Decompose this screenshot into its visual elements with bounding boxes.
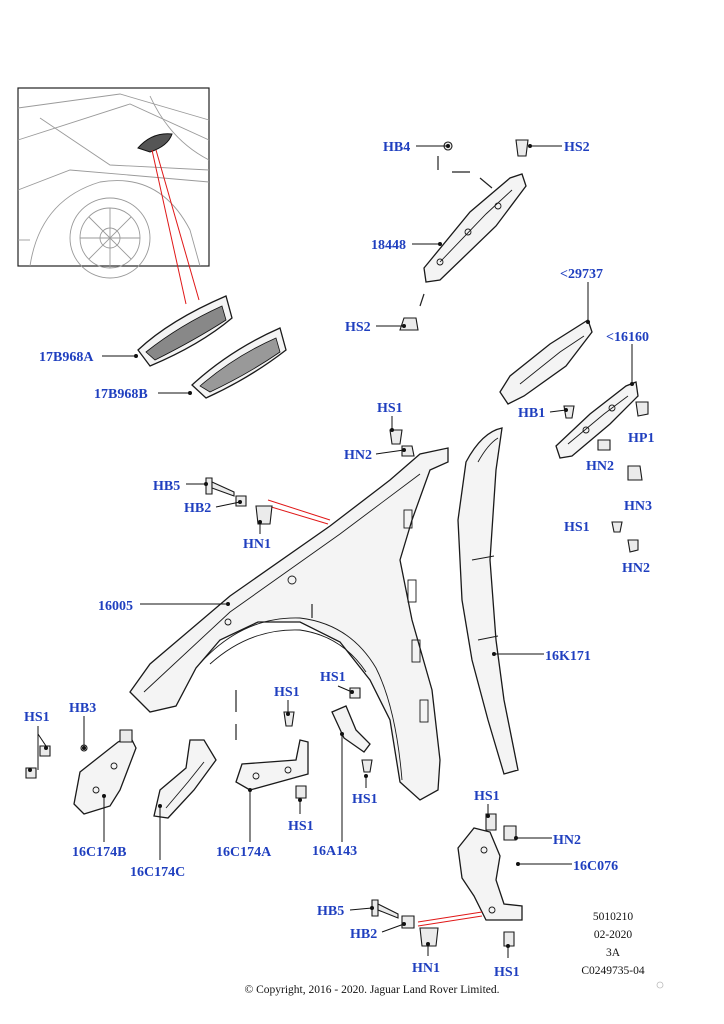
label-17b968a: 17B968A (39, 350, 94, 365)
vehicle-inset (17, 87, 210, 279)
label-hb4: HB4 (383, 140, 410, 155)
label-16c174c: 16C174C (130, 865, 185, 880)
vent-panel-17b968b (191, 327, 287, 399)
bracket-18448 (399, 139, 529, 331)
label-hn2: HN2 (553, 833, 581, 848)
meta-date: 02-2020 (594, 929, 633, 941)
label-18448: 18448 (371, 238, 406, 253)
fasteners (25, 429, 517, 947)
label-hs1: HS1 (24, 710, 50, 725)
meta-ref: 5010210 (593, 911, 634, 923)
callout-line (267, 499, 331, 521)
label-hn2: HN2 (622, 561, 650, 576)
label-hb2: HB2 (184, 501, 211, 516)
label-hs2: HS2 (564, 140, 590, 155)
fender-16005 (129, 447, 449, 801)
copyright-text: © Copyright, 2016 - 2020. Jaguar Land Ro… (245, 984, 500, 996)
leader-lines (28, 144, 634, 958)
bracket-16c174a (235, 739, 309, 791)
part-labels: HB4 HS2 18448 HS2 <29737 <16160 HB1 HP1 … (24, 140, 654, 980)
bracket-16160 (555, 381, 649, 553)
label-16a143: 16A143 (312, 844, 357, 859)
bracket-16c174b (73, 729, 137, 815)
label-hn3: HN3 (624, 499, 652, 514)
bracket-16a143 (331, 705, 371, 753)
bracket-29737 (499, 319, 593, 405)
bracket-16c174c (153, 739, 217, 819)
label-hb5: HB5 (317, 904, 344, 919)
label-17b968b: 17B968B (94, 387, 148, 402)
label-hn2: HN2 (344, 448, 372, 463)
label-hb1: HB1 (518, 406, 545, 421)
label-hs1: HS1 (352, 792, 378, 807)
label-hs1: HS1 (377, 401, 403, 416)
label-16c174b: 16C174B (72, 845, 126, 860)
label-hs1: HS1 (474, 789, 500, 804)
corner-mark (656, 981, 664, 989)
label-hb3: HB3 (69, 701, 96, 716)
bracket-16c076 (457, 827, 523, 921)
label-hn1: HN1 (412, 961, 440, 976)
callout-line (155, 149, 200, 301)
label-16160: <16160 (606, 330, 649, 345)
seal-16k171 (457, 427, 519, 775)
callout-line (267, 505, 329, 525)
label-hs2: HS2 (345, 320, 371, 335)
label-16c076: 16C076 (573, 859, 618, 874)
label-hn2: HN2 (586, 459, 614, 474)
diagram-meta: 5010210 02-2020 3A C0249735-04 (581, 911, 645, 977)
label-hs1: HS1 (494, 965, 520, 980)
label-hs1: HS1 (564, 520, 590, 535)
meta-code: C0249735-04 (581, 965, 645, 977)
label-hb5: HB5 (153, 479, 180, 494)
label-16c174a: 16C174A (216, 845, 272, 860)
label-16k171: 16K171 (545, 649, 591, 664)
label-hs1: HS1 (274, 685, 300, 700)
label-hn1: HN1 (243, 537, 271, 552)
label-hs1: HS1 (288, 819, 314, 834)
vent-panel-17b968a (137, 295, 233, 367)
meta-rev: 3A (606, 947, 621, 959)
label-29737: <29737 (560, 267, 603, 282)
callout-line (417, 911, 483, 923)
callout-line (151, 149, 187, 305)
label-16005: 16005 (98, 599, 133, 614)
label-hb2: HB2 (350, 927, 377, 942)
label-hp1: HP1 (628, 431, 654, 446)
callout-line (417, 915, 483, 927)
label-hs1: HS1 (320, 670, 346, 685)
